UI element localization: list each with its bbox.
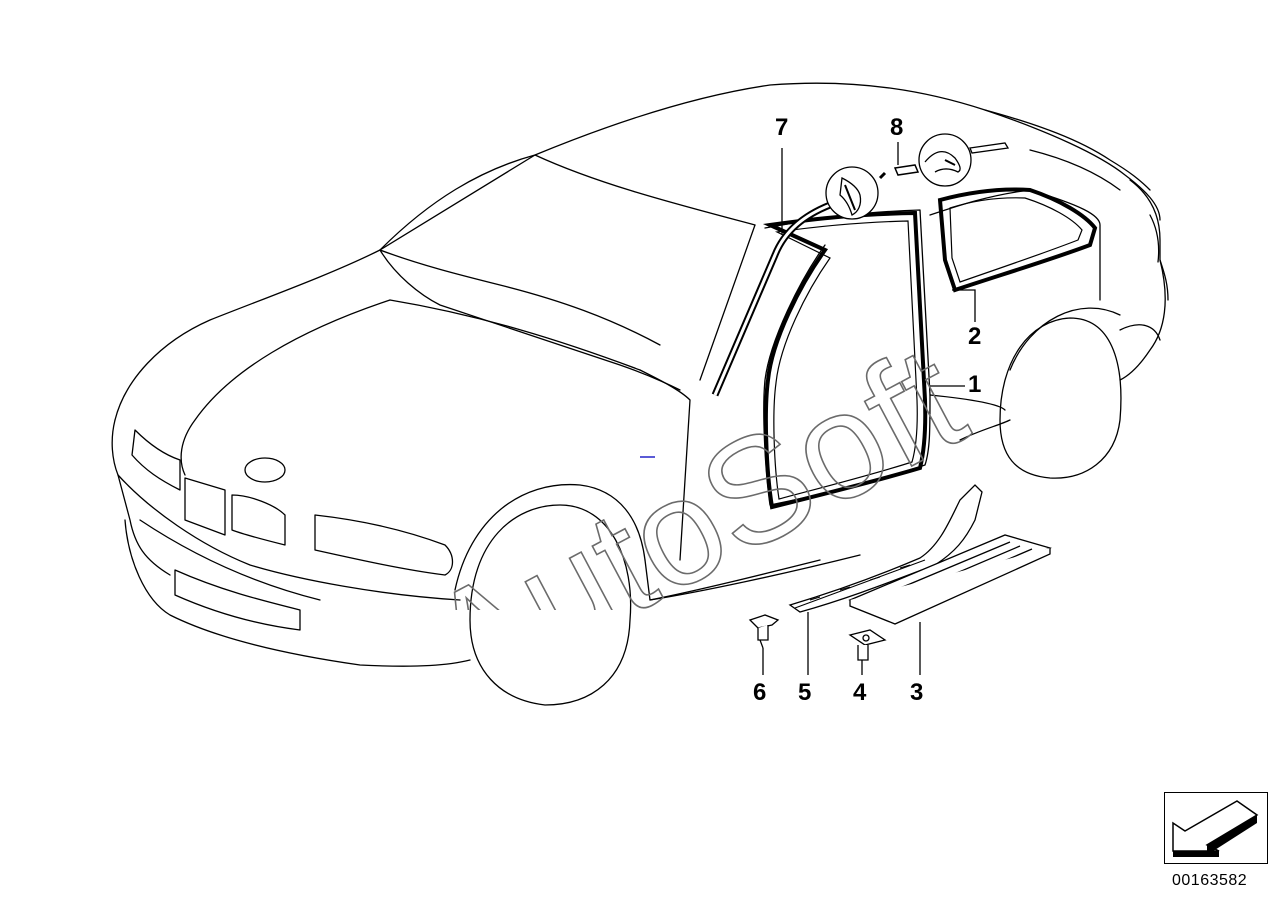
arrow-down-left-icon (1172, 800, 1259, 857)
car-hood-outline (114, 249, 381, 421)
door-seal (762, 210, 928, 510)
callout-6: 6 (753, 679, 767, 706)
callout-3: 3 (910, 679, 924, 706)
a-pillar-trim (711, 201, 832, 397)
callout-8: 8 (890, 114, 904, 141)
next-page-button[interactable] (1164, 792, 1268, 864)
sill-trim (848, 534, 1052, 625)
detail-circle-right (918, 133, 972, 187)
clip-nut (848, 629, 887, 661)
front-bumper (124, 519, 471, 667)
kidney-grille-right (231, 494, 286, 546)
roof-clip (893, 164, 920, 176)
rear-wheel (999, 317, 1122, 479)
detail-circle-left (825, 166, 879, 220)
windshield-outline (379, 249, 661, 346)
callout-7: 7 (775, 114, 789, 141)
push-clip (748, 614, 780, 649)
diagram-id: 00163582 (1172, 872, 1248, 889)
callout-5: 5 (798, 679, 812, 706)
callout-4: 4 (853, 679, 867, 706)
sill-seal (788, 484, 983, 613)
callout-2: 2 (968, 323, 982, 350)
car-roof-outline (379, 82, 1161, 251)
front-wheel (469, 504, 632, 706)
kidney-grille-left (184, 477, 226, 536)
callout-1: 1 (968, 371, 982, 398)
rear-window-seal (937, 187, 1098, 293)
headlight (314, 514, 454, 576)
door-opening (763, 209, 931, 506)
